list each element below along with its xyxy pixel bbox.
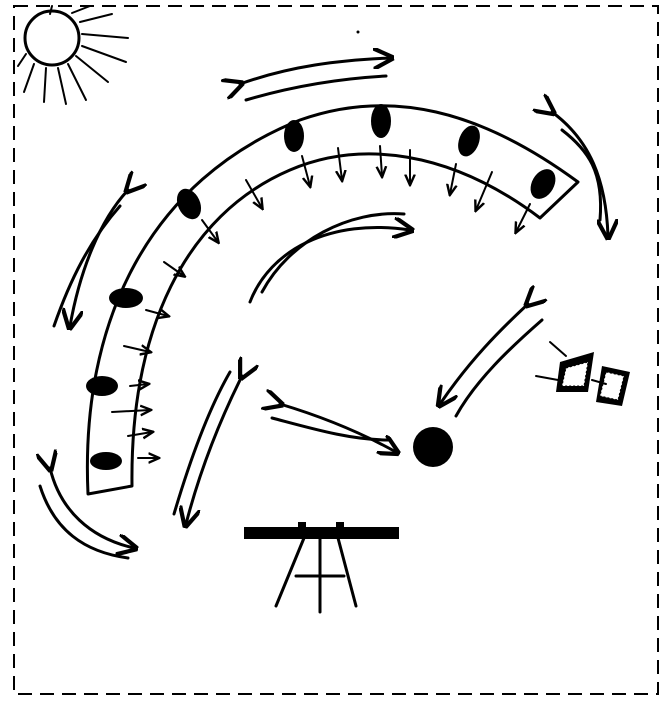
bench-icon [244,522,399,612]
oval-shrub-icon [525,165,560,204]
oval-shrub-icon [109,288,143,308]
airflow-arrow-left-lower [174,372,242,524]
airflow-arrow-right-diagonal [440,304,542,416]
oval-shrub-icon [371,104,391,138]
round-tree-icon [413,427,453,467]
planting-bed [87,106,578,494]
airflow-arrow-center [250,214,410,302]
sun-icon [18,6,128,104]
airflow-arrow-top [240,58,390,100]
oval-shrub-icon [86,376,118,396]
airflow-arrow-middle [272,404,396,452]
stray-mark [357,31,360,34]
airflow-arrow-upper-right [552,112,608,236]
oval-shrub-icon [90,452,122,470]
lawn-chairs-icon [536,342,630,406]
deflection-arrows [112,146,530,458]
oval-shrub-icon [284,120,304,152]
oval-shrub-icon [454,123,484,160]
airflow-arrows [40,58,608,558]
